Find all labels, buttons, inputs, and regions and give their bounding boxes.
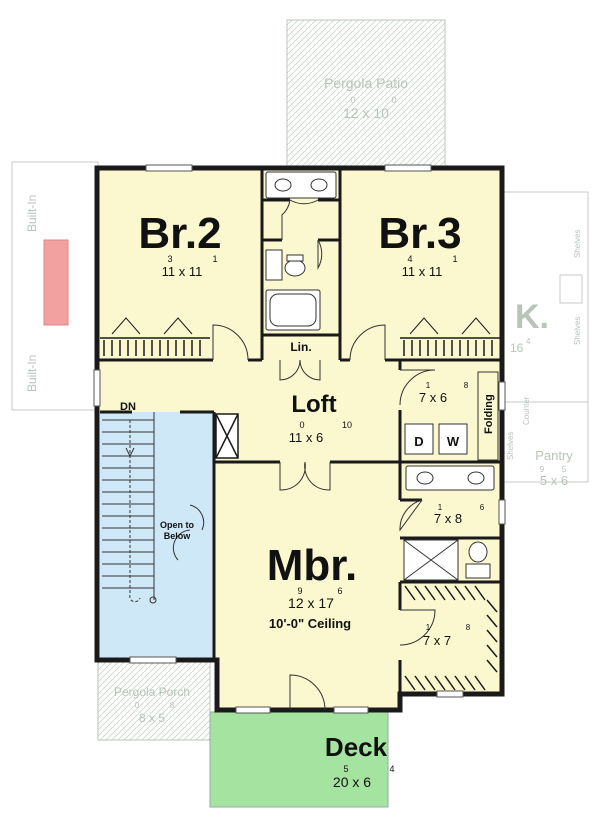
- master-bath-dims: 7 x 8: [434, 511, 462, 526]
- svg-text:1: 1: [426, 623, 431, 632]
- svg-text:Counter: Counter: [522, 396, 531, 425]
- kitchen-letter: K.: [515, 298, 549, 336]
- room-master-bath: 1 6 7 x 8: [434, 503, 485, 526]
- stair-labels: DN Open to Below: [120, 401, 194, 541]
- chimney-chase: [215, 413, 239, 459]
- svg-text:1: 1: [452, 254, 457, 264]
- washer: [438, 423, 468, 455]
- svg-text:8: 8: [466, 623, 471, 632]
- down-label: DN: [120, 401, 136, 413]
- svg-text:5: 5: [343, 764, 348, 774]
- linen-label: Lin.: [290, 340, 311, 354]
- svg-text:Shelves: Shelves: [573, 230, 582, 258]
- dryer: [404, 423, 434, 455]
- built-in-bottom-label: Built-In: [25, 355, 39, 392]
- master-bath-fixtures: [403, 465, 495, 581]
- svg-text:10: 10: [342, 420, 352, 430]
- svg-text:0: 0: [299, 420, 304, 430]
- room-loft: Loft 0 10 11 x 6: [289, 391, 352, 445]
- svg-text:8 x 5: 8 x 5: [139, 711, 165, 725]
- br3-label: Br.3: [378, 209, 461, 258]
- mbr-ceiling: 10'-0" Ceiling: [269, 616, 351, 631]
- mbr-label: Mbr.: [267, 541, 357, 590]
- doors: [212, 199, 436, 711]
- staircase: [102, 412, 205, 604]
- svg-text:8: 8: [464, 381, 469, 390]
- svg-text:6: 6: [337, 586, 342, 596]
- pantry-label: Pantry: [535, 448, 573, 463]
- svg-text:4: 4: [407, 254, 412, 264]
- kitchen-ghost: K. 16 4 Shelves Shelves Counter Shelves …: [502, 191, 589, 488]
- dryer-label: D: [414, 434, 423, 449]
- closet-br2: [100, 317, 210, 356]
- built-in-area: Built-In Built-In: [11, 161, 99, 411]
- closet-br3: [400, 317, 500, 356]
- master-closet-dims: 7 x 7: [423, 633, 451, 648]
- svg-text:16: 16: [510, 341, 524, 355]
- deck-area: [209, 711, 389, 808]
- open-to-below-line1: Open to: [160, 520, 194, 530]
- room-deck: Deck 5 4 20 x 6: [325, 732, 395, 790]
- svg-text:3: 3: [167, 254, 172, 264]
- laundry-fixtures: [404, 371, 499, 461]
- svg-text:4: 4: [389, 764, 394, 774]
- svg-text:4: 4: [526, 337, 531, 346]
- loft-label: Loft: [291, 391, 336, 418]
- interior-walls: [97, 168, 502, 694]
- svg-text:0: 0: [350, 95, 355, 105]
- svg-text:0: 0: [391, 95, 396, 105]
- deck-dims: 20 x 6: [333, 774, 371, 790]
- windows: [93, 164, 506, 714]
- shared-bath-fixtures: [265, 171, 337, 331]
- svg-text:0: 0: [135, 701, 140, 710]
- svg-text:5 x 6: 5 x 6: [540, 473, 568, 488]
- svg-text:5: 5: [562, 465, 567, 474]
- svg-text:6: 6: [480, 503, 485, 512]
- room-br3: Br.3 4 1 11 x 11: [378, 209, 461, 279]
- mbr-dims: 12 x 17: [288, 595, 334, 611]
- closet-master: [404, 585, 498, 691]
- br2-dims: 11 x 11: [162, 264, 203, 279]
- washer-label: W: [447, 434, 460, 449]
- svg-text:Shelves: Shelves: [506, 432, 515, 460]
- svg-text:8: 8: [170, 701, 175, 710]
- room-br2: Br.2 3 1 11 x 11: [138, 209, 221, 279]
- room-master-bedroom: Mbr. 9 6 12 x 17 10'-0" Ceiling: [267, 541, 357, 631]
- pergola-porch: Pergola Porch 0 8 8 x 5: [97, 661, 211, 741]
- svg-text:Shelves: Shelves: [573, 317, 582, 345]
- svg-text:1: 1: [212, 254, 217, 264]
- br3-dims: 11 x 11: [402, 264, 443, 279]
- open-to-below-line2: Below: [164, 531, 192, 541]
- svg-text:1: 1: [438, 503, 443, 512]
- pergola-porch-label: Pergola Porch: [114, 685, 190, 699]
- pergola-patio-dims: 12 x 10: [343, 105, 389, 121]
- br2-label: Br.2: [138, 209, 221, 258]
- loft-dims: 11 x 6: [289, 430, 323, 445]
- folding-label: Folding: [483, 394, 495, 434]
- deck-label: Deck: [325, 732, 388, 762]
- room-laundry: 1 8 7 x 6 D W Folding: [414, 381, 495, 449]
- svg-text:1: 1: [426, 381, 431, 390]
- svg-text:9: 9: [540, 465, 545, 474]
- pergola-patio-label: Pergola Patio: [324, 75, 408, 91]
- svg-text:9: 9: [297, 586, 302, 596]
- pergola-patio: Pergola Patio 0 0 12 x 10: [286, 19, 446, 167]
- laundry-dims: 7 x 6: [419, 390, 447, 405]
- room-master-closet: 1 8 7 x 7: [423, 623, 471, 648]
- stair-area: [100, 412, 214, 658]
- built-in-top-label: Built-In: [25, 195, 39, 232]
